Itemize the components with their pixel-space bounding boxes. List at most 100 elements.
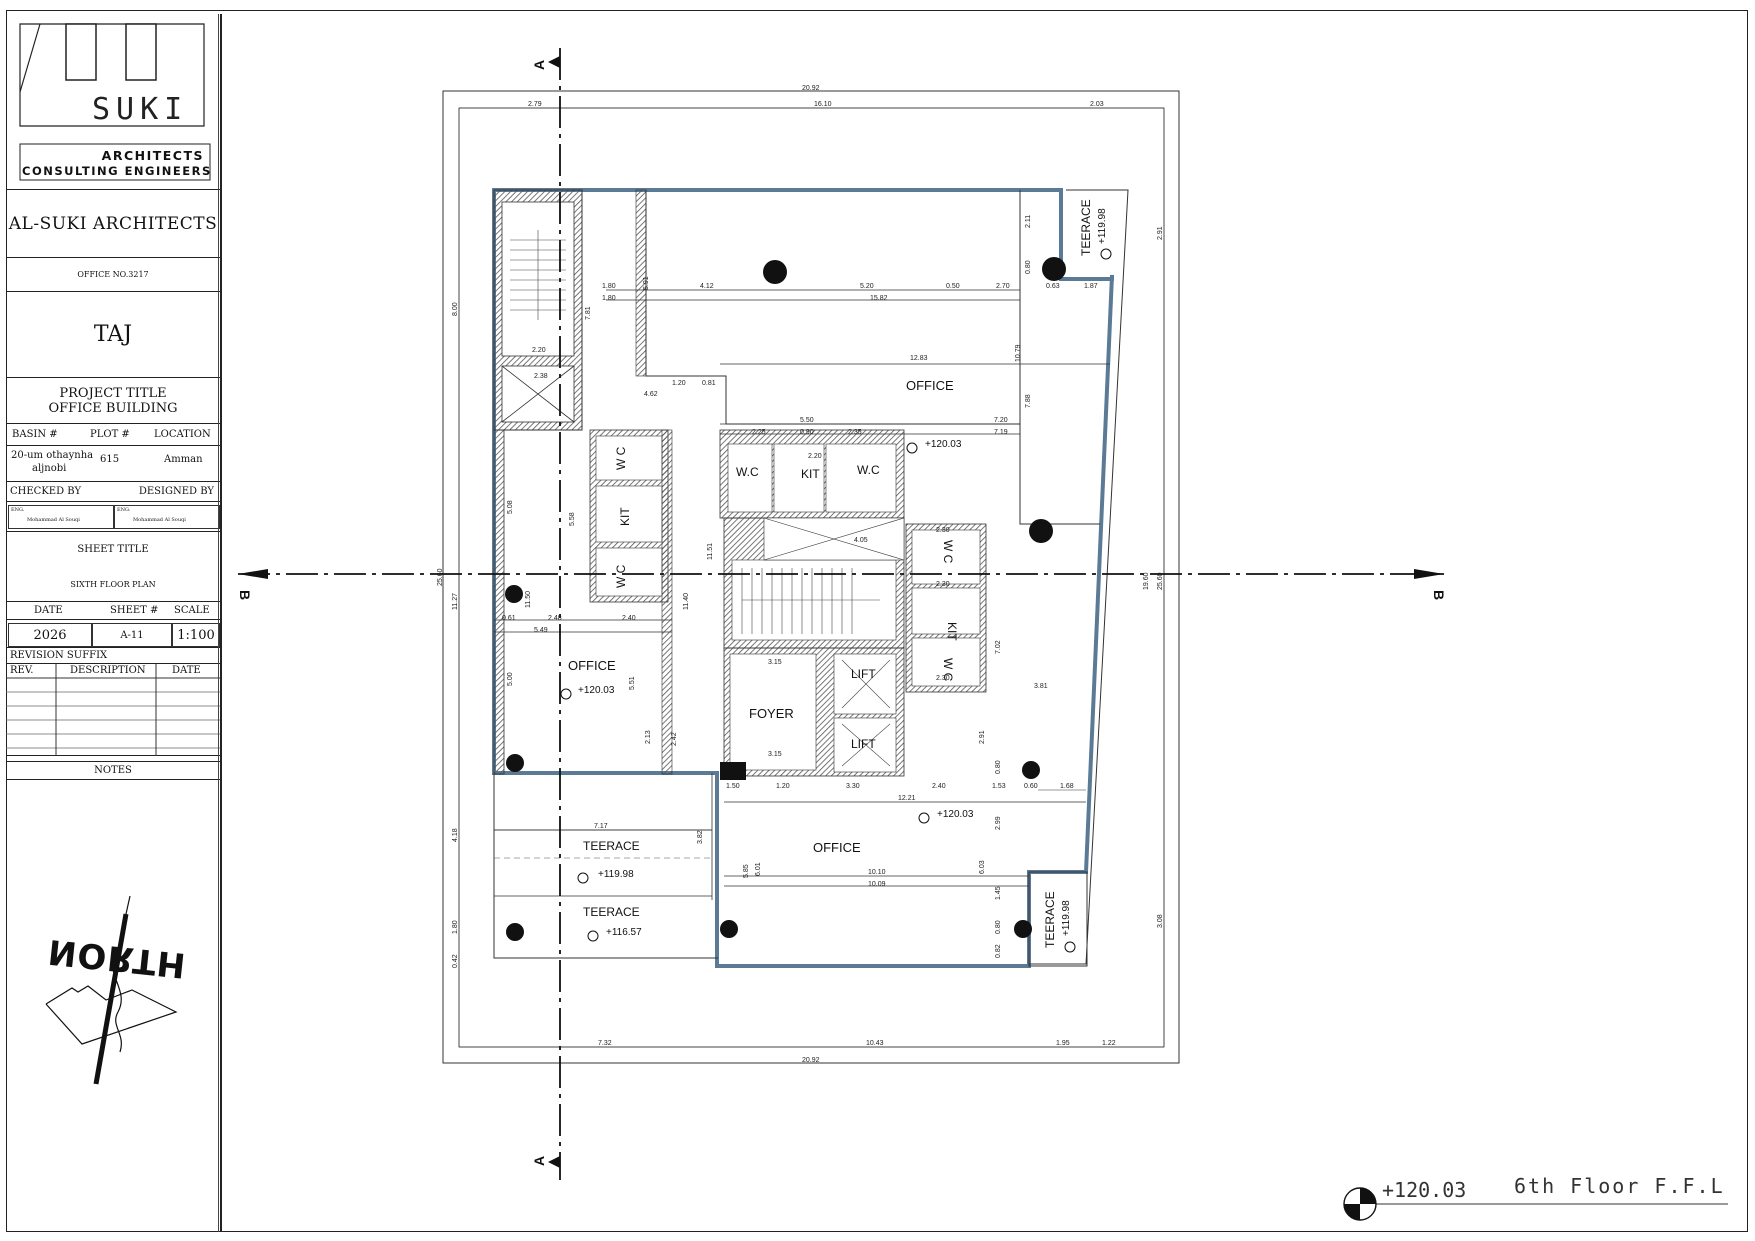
- logo-line1: ARCHITECTS: [101, 148, 204, 163]
- room-office-left: OFFICE: [568, 658, 616, 673]
- checked-name: Mohammad Al Souqi: [27, 517, 80, 523]
- room-wc-3: W C: [614, 446, 628, 470]
- revision-suffix: REVISION SUFFIX: [10, 650, 108, 661]
- svg-text:2.48: 2.48: [548, 615, 562, 622]
- svg-text:11.40: 11.40: [683, 593, 690, 610]
- columns: [505, 257, 1066, 941]
- room-wc-1: W.C: [736, 465, 759, 479]
- level-terrace-top: +119.98: [1097, 208, 1108, 244]
- svg-text:5.00: 5.00: [507, 672, 514, 686]
- svg-text:2.99: 2.99: [995, 816, 1002, 830]
- level-terrace-right: +119.98: [1061, 900, 1072, 936]
- sheet-border: [6, 10, 1748, 1232]
- svg-text:15.82: 15.82: [870, 295, 888, 302]
- room-wc-6: W C: [941, 658, 955, 682]
- svg-text:5.91: 5.91: [643, 276, 650, 290]
- scale-label: SCALE: [174, 605, 210, 616]
- svg-text:11.27: 11.27: [452, 593, 459, 610]
- svg-text:2.91: 2.91: [979, 730, 986, 744]
- title-block-divider: [218, 14, 223, 1232]
- project-name: TAJ: [6, 292, 220, 378]
- svg-text:2.38: 2.38: [534, 373, 548, 380]
- svg-text:5.49: 5.49: [534, 627, 548, 634]
- svg-text:7.32: 7.32: [598, 1040, 612, 1047]
- north-arrow-icon: [45, 895, 178, 1085]
- level-left: +120.03: [578, 685, 615, 696]
- svg-text:7.81: 7.81: [585, 306, 592, 320]
- checked-row: CHECKED BY DESIGNED BY: [6, 482, 220, 502]
- designed-label: DESIGNED BY: [138, 486, 214, 497]
- logo-cell: SUKI ARCHITECTS CONSULTING ENGINEERS: [6, 14, 220, 190]
- svg-text:3.81: 3.81: [1034, 683, 1048, 690]
- svg-text:6.01: 6.01: [755, 862, 762, 876]
- dim-bottom-overall: 20.92: [802, 1057, 820, 1064]
- svg-text:1.80: 1.80: [452, 920, 459, 934]
- project-title-label: PROJECT TITLE: [59, 385, 167, 401]
- svg-text:4.18: 4.18: [452, 828, 459, 842]
- svg-text:10.09: 10.09: [868, 881, 886, 888]
- sheet-title: SIXTH FLOOR PLAN: [70, 579, 156, 589]
- svg-text:0.42: 0.42: [452, 954, 459, 968]
- svg-text:2.91: 2.91: [1157, 226, 1164, 240]
- svg-text:2.25: 2.25: [752, 429, 766, 436]
- svg-text:0.90: 0.90: [800, 429, 814, 436]
- plot-label: PLOT #: [90, 429, 130, 440]
- svg-text:10.43: 10.43: [866, 1040, 884, 1047]
- svg-text:7.88: 7.88: [1025, 394, 1032, 408]
- svg-text:8.00: 8.00: [452, 302, 459, 316]
- checked-label: CHECKED BY: [10, 486, 82, 497]
- svg-text:1.68: 1.68: [1060, 783, 1074, 790]
- room-kit-left: KIT: [618, 507, 632, 526]
- svg-text:1.20: 1.20: [776, 783, 790, 790]
- svg-text:7.20: 7.20: [994, 417, 1008, 424]
- firm-name: AL-SUKI ARCHITECTS: [6, 190, 220, 258]
- designed-name: Mohammad Al Souqi: [133, 517, 186, 523]
- svg-text:5.20: 5.20: [860, 283, 874, 290]
- section-tag-b-left: B: [237, 590, 253, 600]
- svg-text:10.79: 10.79: [1015, 344, 1022, 362]
- revision-table: REV. DESCRIPTION DATE: [6, 664, 220, 756]
- level-terrace-bl1: +119.98: [598, 869, 634, 880]
- svg-text:0.63: 0.63: [1046, 283, 1060, 290]
- svg-text:1.22: 1.22: [1102, 1040, 1116, 1047]
- dim-left-overall: 25.60: [437, 568, 444, 586]
- svg-text:1.87: 1.87: [1084, 283, 1098, 290]
- basin-values-row: 20-um othaynha aljnobi 615 Amman: [6, 446, 220, 482]
- sheet-no-label: SHEET #: [110, 605, 159, 616]
- section-tag-a-top: A: [531, 60, 547, 70]
- basin-header-row: BASIN # PLOT # LOCATION: [6, 424, 220, 446]
- svg-text:1.50: 1.50: [726, 783, 740, 790]
- date-value: 2026: [33, 627, 67, 643]
- room-terrace-top: TEERACE: [1079, 199, 1093, 256]
- svg-text:0.81: 0.81: [702, 380, 716, 387]
- svg-text:16.10: 16.10: [814, 101, 832, 108]
- room-terrace-right: TEERACE: [1043, 891, 1057, 948]
- level-bottom: +120.03: [937, 809, 974, 820]
- svg-text:0.82: 0.82: [995, 944, 1002, 958]
- svg-text:2.35: 2.35: [848, 429, 862, 436]
- project-title-cell: PROJECT TITLE OFFICE BUILDING: [6, 378, 220, 424]
- date-header-row: DATE SHEET # SCALE: [6, 602, 220, 620]
- svg-text:12.83: 12.83: [910, 355, 928, 362]
- svg-text:6.03: 6.03: [979, 860, 986, 874]
- svg-text:19.60: 19.60: [1143, 572, 1150, 590]
- svg-text:11.50: 11.50: [525, 591, 532, 608]
- svg-text:2.30: 2.30: [936, 675, 950, 682]
- level-markers: [560, 248, 1112, 953]
- plot-boundary-right: [1029, 189, 1129, 965]
- basin-value-line1: 20-um othaynha: [11, 450, 94, 461]
- svg-text:0.61: 0.61: [502, 615, 516, 622]
- svg-text:2.13: 2.13: [645, 730, 652, 744]
- date-values-row: 2026 A-11 1:100: [6, 620, 220, 648]
- svg-text:7.17: 7.17: [594, 823, 608, 830]
- svg-text:4.05: 4.05: [854, 537, 868, 544]
- level-top: +120.03: [925, 439, 962, 450]
- checked-signature: ENG. Mohammad Al Souqi: [8, 505, 114, 529]
- signature-row: ENG. Mohammad Al Souqi ENG. Mohammad Al …: [6, 502, 220, 532]
- svg-text:2.40: 2.40: [622, 615, 636, 622]
- sheet-title-label: SHEET TITLE: [77, 544, 149, 556]
- location-label: LOCATION: [154, 429, 211, 440]
- svg-text:2.40: 2.40: [932, 783, 946, 790]
- svg-text:2.30: 2.30: [936, 527, 950, 534]
